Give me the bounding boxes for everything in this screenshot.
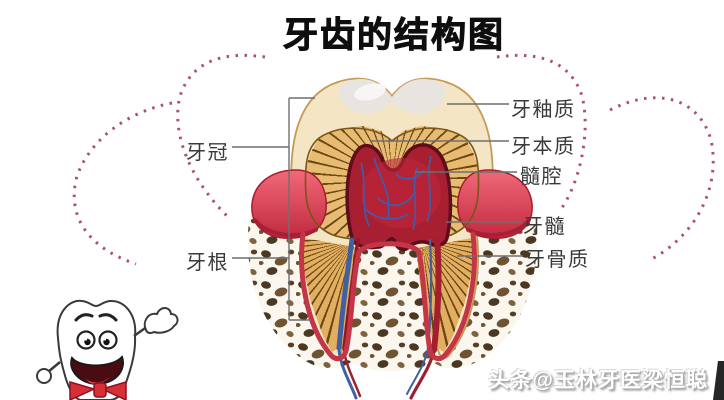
label-crown: 牙冠 xyxy=(186,142,229,164)
mascot-arms xyxy=(36,307,179,384)
page-title: 牙齿的结构图 xyxy=(282,16,506,56)
pulp-chamber xyxy=(345,143,453,252)
enamel-sheen xyxy=(354,83,386,101)
mascot-glove xyxy=(36,368,52,384)
dentin-outline xyxy=(304,127,480,242)
root-canals xyxy=(336,237,442,400)
dotted-decoration xyxy=(72,53,715,266)
label-dentin: 牙本质 xyxy=(511,136,576,158)
mascot-waving-hand xyxy=(143,307,179,335)
label-enamel: 牙釉质 xyxy=(511,99,576,121)
callout-lines xyxy=(232,97,523,321)
label-pulp-cavity: 髓腔 xyxy=(520,166,563,188)
mascot-eyebrows xyxy=(74,313,118,322)
mascot-bowtie xyxy=(69,381,127,400)
mascot-eyes xyxy=(76,330,118,350)
cementum-outline xyxy=(299,231,477,361)
corner-mark xyxy=(713,361,724,400)
tooth-mascot xyxy=(36,299,179,400)
label-cementum: 牙骨质 xyxy=(525,249,590,271)
mascot-mouth xyxy=(70,355,124,386)
label-root: 牙根 xyxy=(186,252,229,274)
label-pulp: 牙髓 xyxy=(523,216,566,238)
pulp-veins xyxy=(360,155,432,231)
watermark: 头条@玉林牙医梁恒聪 xyxy=(488,369,708,392)
